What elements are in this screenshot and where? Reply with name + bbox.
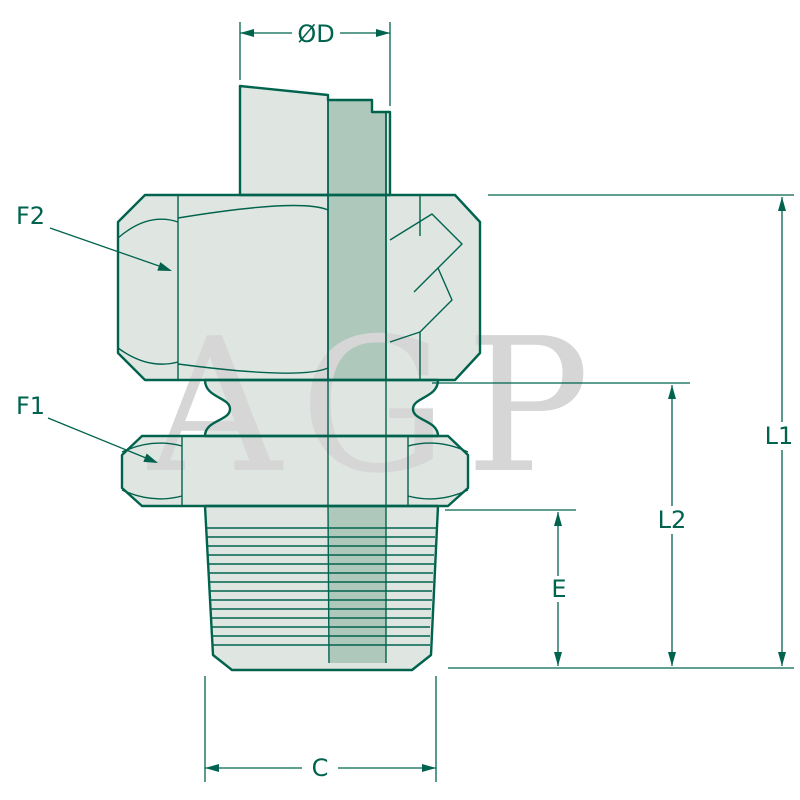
body-fill-layer [118, 86, 480, 670]
nut-f2-fill [118, 195, 480, 380]
dimension-label-l1: L1 [765, 422, 794, 450]
section-fill-layer [328, 100, 386, 663]
od-extension-lines [239, 22, 391, 106]
f1-leader-arrow [143, 453, 158, 463]
dimension-label-f2: F2 [16, 202, 45, 230]
dimension-label-l2: L2 [658, 506, 687, 534]
nut-f2-outline [116, 193, 482, 382]
l2-arrow-top [668, 385, 676, 399]
od-arrow-right [376, 29, 390, 37]
section-strip-lower-outline [327, 505, 387, 664]
l1-arrow-top [778, 197, 786, 211]
dimension-label-f1: F1 [16, 392, 45, 420]
waist-fill [205, 380, 438, 436]
od-arrow-left [240, 29, 254, 37]
section-strip-upper [328, 100, 386, 380]
nut-f2-face-arcs [117, 204, 329, 374]
dimension-e: E [445, 509, 576, 666]
dimension-label-od: ØD [297, 20, 334, 48]
nut-f1-fill [122, 436, 468, 506]
dimension-od: ØD [239, 20, 391, 106]
e-label-bg [546, 576, 572, 602]
od-label-bg [292, 20, 340, 46]
section-strip-lower [328, 506, 386, 663]
c-label-bg [302, 754, 338, 782]
dimension-l1: L1 [448, 194, 800, 669]
l2-label-bg [650, 506, 694, 534]
c-arrow-left [205, 764, 219, 772]
watermark-text: AGP [146, 298, 608, 514]
dimension-f2: F2 [16, 202, 172, 271]
thread-outline [203, 504, 440, 672]
e-arrow-top [554, 512, 562, 526]
f2-leader-line [49, 227, 160, 267]
dimension-f1: F1 [16, 392, 158, 463]
f2-leader-arrow [157, 262, 172, 271]
dimension-c: C [204, 676, 437, 782]
c-extension-lines [204, 676, 437, 782]
e-arrow-bottom [554, 652, 562, 666]
section-strip-middle-lines [327, 380, 387, 506]
nut-cutaway-lines [389, 213, 463, 343]
c-arrow-right [422, 764, 436, 772]
dimension-label-e: E [551, 575, 566, 603]
f1-leader-line [47, 417, 147, 459]
nut-f1-face-arcs [121, 442, 469, 500]
outline-layer [116, 84, 482, 672]
l1-label-bg [758, 422, 800, 450]
dimension-l2: L2 [432, 382, 694, 666]
l1-extension-lines [448, 194, 794, 669]
l2-arrow-bottom [668, 652, 676, 666]
nut-f1-outline [120, 434, 470, 508]
nut-f2-facet-lines [177, 195, 421, 380]
nut-f1-facet-lines [181, 436, 409, 506]
thread-lines [206, 527, 436, 646]
l1-arrow-bottom [778, 652, 786, 666]
dimension-label-c: C [312, 754, 329, 782]
